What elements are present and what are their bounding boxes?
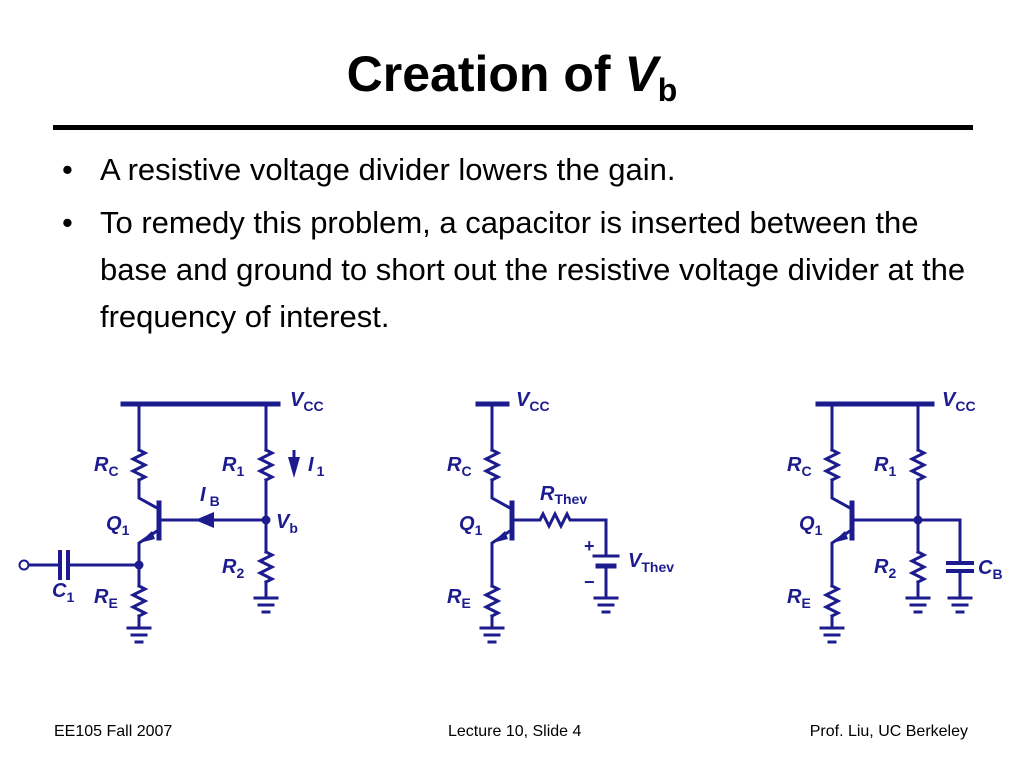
node-dot: [134, 560, 144, 570]
c2-rthev-label: RThev: [540, 483, 587, 507]
c1-r2-label: R2: [222, 556, 244, 581]
c1-vcc-label: VCC: [290, 389, 324, 414]
c1-c1-label: C1: [52, 580, 74, 605]
c1-re-label: RE: [94, 586, 118, 611]
c1-vb-label: Vb: [276, 511, 298, 536]
c3-rc-label: RC: [787, 454, 812, 479]
node-dot: [261, 515, 271, 525]
node-dot: [913, 515, 923, 525]
c1-q1-label: Q1: [106, 513, 130, 538]
c2-vthev-label: VThev: [628, 550, 674, 575]
footer-author: Prof. Liu, UC Berkeley: [809, 723, 968, 740]
title-divider: [53, 125, 973, 130]
bullet-item: • To remedy this problem, a capacitor is …: [62, 199, 982, 340]
title-subscript: b: [657, 72, 678, 108]
bullet-item: • A resistive voltage divider lowers the …: [62, 146, 982, 193]
c3-cb-label: CB: [978, 557, 1003, 582]
bullet-list: • A resistive voltage divider lowers the …: [62, 146, 982, 346]
c2-q1-label: Q1: [459, 513, 483, 538]
circuit-2-wires: [475, 401, 620, 644]
bullet-dot: •: [62, 152, 73, 187]
footer-slide-number: Lecture 10, Slide 4: [448, 723, 582, 740]
c3-vcc-label: VCC: [942, 389, 976, 414]
bullet-dot: •: [62, 205, 73, 240]
c1-rc-label: RC: [94, 454, 119, 479]
c3-r2-label: R2: [874, 556, 896, 581]
c2-minus-label: −: [584, 572, 595, 592]
title-main: Creation of: [346, 46, 625, 102]
c1-r1-label: R1: [222, 454, 244, 479]
emitter-arrow-icon: [832, 531, 848, 543]
footer-course: EE105 Fall 2007: [54, 723, 173, 740]
c3-re-label: RE: [787, 586, 811, 611]
title-variable: V: [624, 46, 658, 102]
emitter-arrow-icon: [492, 531, 508, 543]
base-current-arrow-icon: [195, 512, 214, 528]
bullet-text: A resistive voltage divider lowers the g…: [100, 152, 676, 187]
c3-q1-label: Q1: [799, 513, 823, 538]
c3-r1-label: R1: [874, 454, 896, 479]
current-arrow-icon: [288, 457, 300, 478]
c2-vcc-label: VCC: [516, 389, 550, 414]
bullet-text: To remedy this problem, a capacitor is i…: [100, 205, 966, 334]
c2-re-label: RE: [447, 586, 471, 611]
circuit-1-wires: [26, 401, 281, 644]
circuit-3-wires: [815, 401, 974, 644]
input-terminal-icon: [18, 559, 30, 571]
slide-title: Creation of Vb: [0, 38, 1024, 110]
c2-rc-label: RC: [447, 454, 472, 479]
emitter-arrow-icon: [139, 531, 155, 543]
c2-plus-label: +: [584, 536, 595, 556]
